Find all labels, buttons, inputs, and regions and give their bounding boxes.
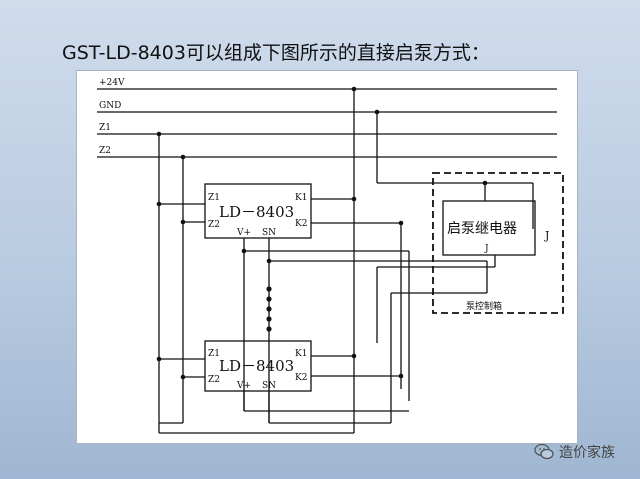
module-bottom-pin-z1: Z1 <box>208 349 220 359</box>
cabinet-contact-label: J <box>544 229 549 242</box>
module-bottom-pin-k2: K2 <box>295 373 307 383</box>
wiring-diagram-panel: +24V GND Z1 Z2 LD－8403 Z1 Z2 K1 K2 V+ SN… <box>76 70 578 444</box>
module-bottom-name: LD－8403 <box>219 357 294 375</box>
module-bottom-pin-sn: SN <box>262 381 276 391</box>
wechat-icon <box>534 443 554 460</box>
bus-label-24v: +24V <box>99 78 125 88</box>
watermark-text: 造价家族 <box>559 445 615 461</box>
module-top-pin-k1: K1 <box>295 193 307 203</box>
slide-title: GST-LD-8403可以组成下图所示的直接启泵方式： <box>62 42 490 64</box>
watermark: 造价家族 <box>534 440 615 464</box>
module-top-name: LD－8403 <box>219 203 294 221</box>
module-bottom-pin-k1: K1 <box>295 349 307 359</box>
module-top-pin-k2: K2 <box>295 219 307 229</box>
module-bottom <box>204 340 312 392</box>
pump-cabinet <box>432 172 564 314</box>
module-top-pin-vplus: V+ <box>236 228 251 238</box>
cabinet-name: 泵控制箱 <box>466 300 502 312</box>
bus-label-z1: Z1 <box>99 123 111 133</box>
relay-name: 启泵继电器 <box>447 221 517 237</box>
module-bottom-pin-z2: Z2 <box>208 375 220 385</box>
wiring-diagram: +24V GND Z1 Z2 LD－8403 Z1 Z2 K1 K2 V+ SN… <box>97 78 564 434</box>
bus-label-gnd: GND <box>99 101 121 111</box>
module-bottom-pin-vplus: V+ <box>236 381 251 391</box>
bus-label-z2: Z2 <box>99 146 111 156</box>
module-top-pin-sn: SN <box>262 228 276 238</box>
relay-box <box>442 200 536 256</box>
module-top-pin-z1: Z1 <box>208 193 220 203</box>
module-top <box>204 183 312 239</box>
module-top-pin-z2: Z2 <box>208 220 220 230</box>
relay-coil-label: J <box>484 244 489 254</box>
